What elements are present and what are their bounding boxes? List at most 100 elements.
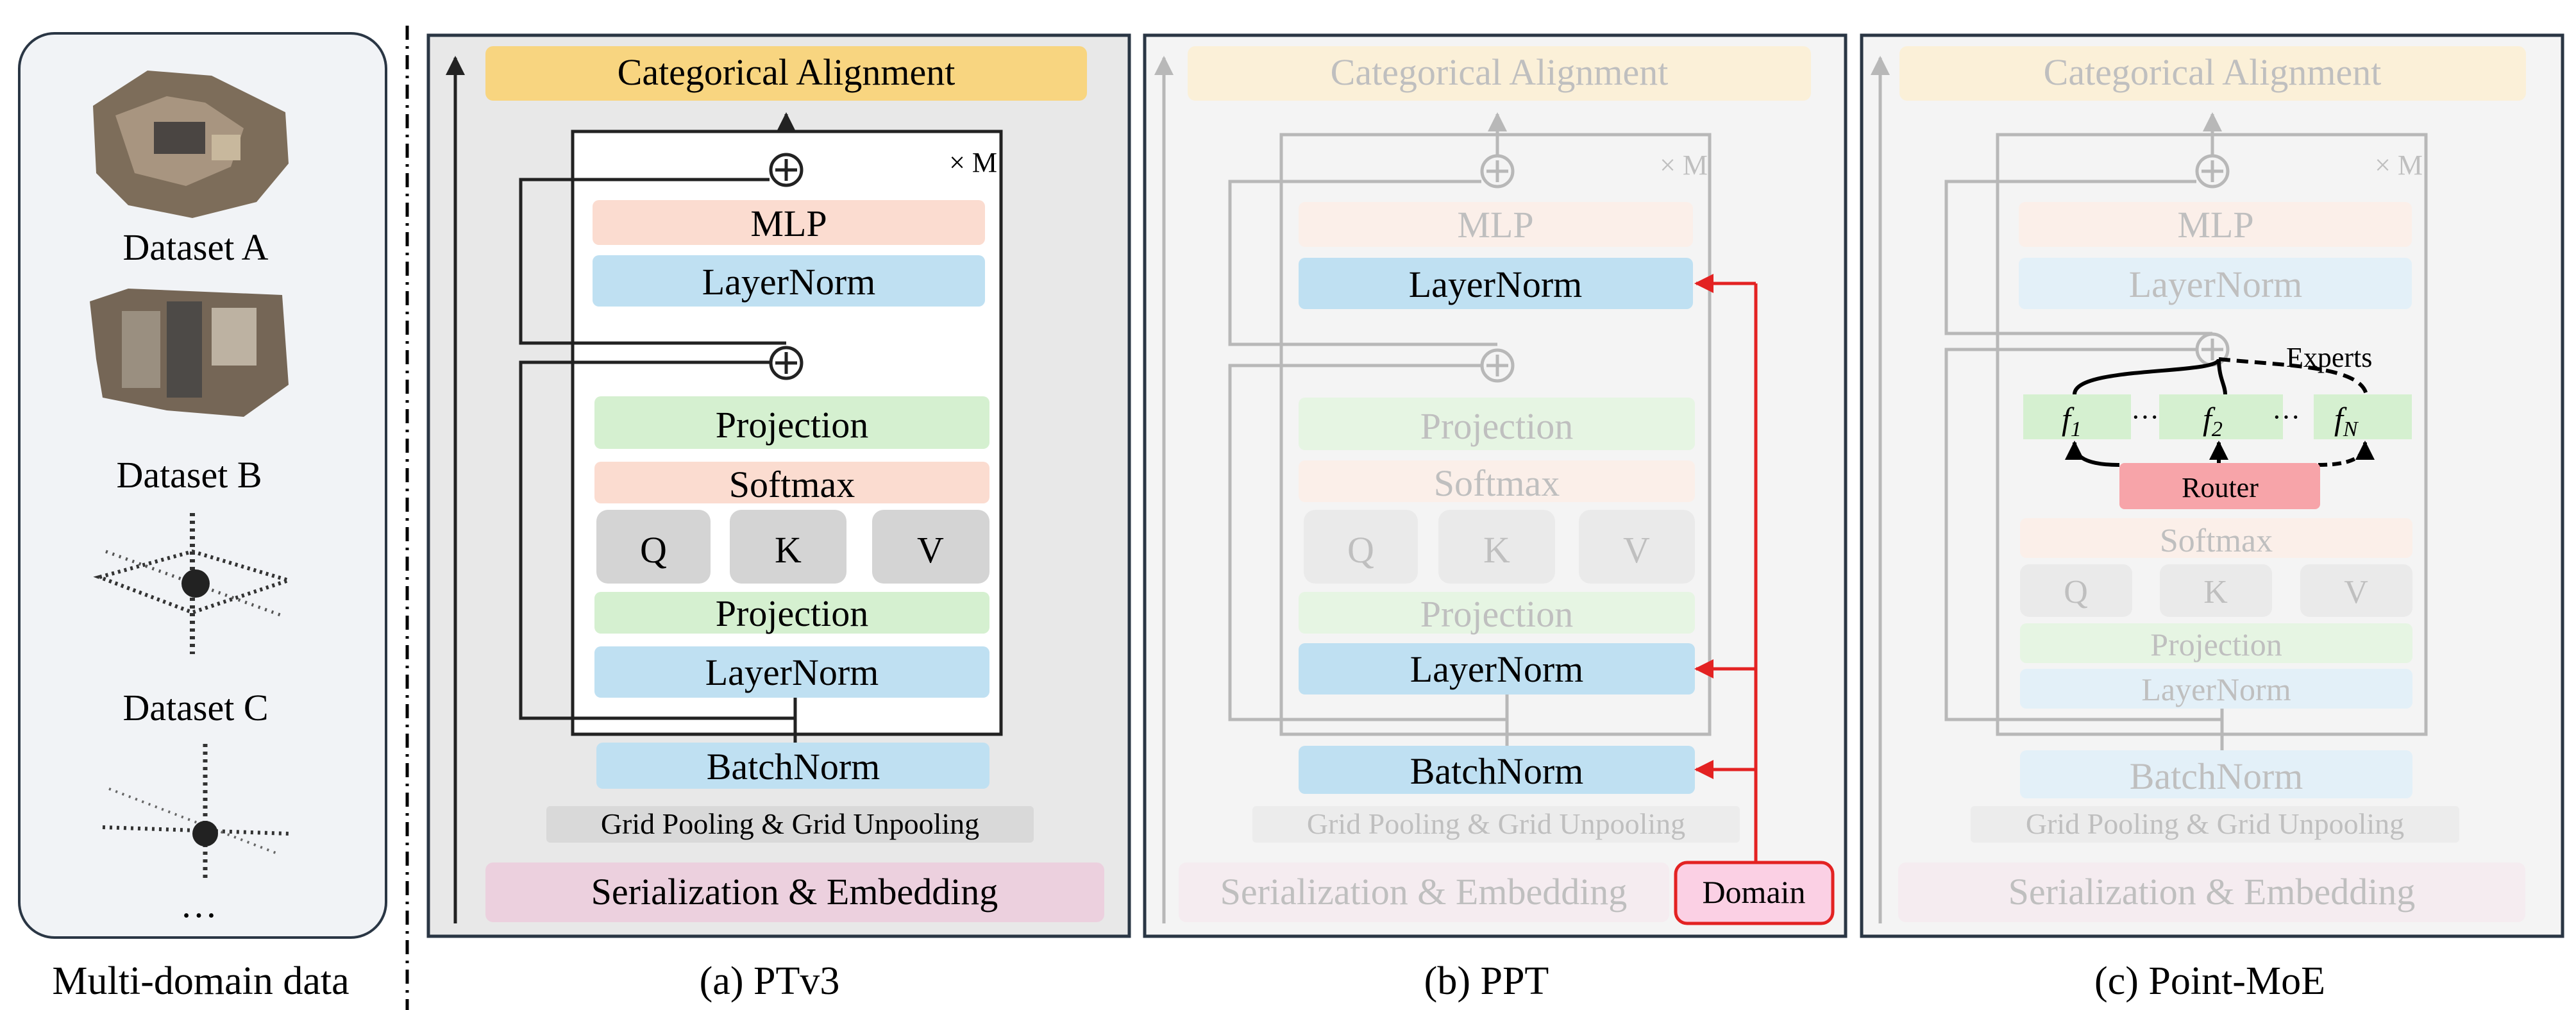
- projection-label-faded: Projection: [2150, 627, 2282, 662]
- serialization-label: Serialization & Embedding: [591, 871, 998, 913]
- multi-domain-caption: Multi-domain data: [52, 959, 349, 1003]
- mlp-block-faded: [1299, 202, 1693, 247]
- grid-pooling-label-faded: Grid Pooling & Grid Unpooling: [2026, 807, 2404, 840]
- point-cloud-b-image: [90, 289, 289, 417]
- panel-c-caption: (c) Point-MoE: [2094, 959, 2325, 1003]
- expert-route-solid: [2073, 358, 2221, 395]
- batchnorm-label: BatchNorm: [707, 746, 880, 787]
- layernorm-upper-label: LayerNorm: [702, 261, 876, 303]
- expert-route-solid-2: [2217, 358, 2227, 395]
- projection-upper-block-faded: [1299, 398, 1695, 450]
- dataset-c-label: Dataset C: [122, 687, 268, 728]
- v-block-faded: [2300, 564, 2412, 617]
- panel-ppt: Categorical Alignment × M MLP LayerNorm …: [1143, 33, 1848, 938]
- router-to-expert-1: [2065, 441, 2120, 467]
- router-label: Router: [2182, 472, 2259, 503]
- router-block: [2119, 463, 2320, 509]
- categorical-alignment-label-faded: Categorical Alignment: [2044, 51, 2382, 93]
- add-node-upper: [769, 153, 804, 187]
- projection-upper-label-faded: Projection: [1420, 405, 1573, 447]
- serialization-block-faded: [1179, 863, 1669, 922]
- projection-lower-block: [594, 592, 989, 634]
- k-block: [730, 510, 846, 584]
- categorical-alignment-label-faded: Categorical Alignment: [1331, 51, 1669, 93]
- mlp-block: [593, 200, 985, 245]
- add-node-upper-faded: [1480, 154, 1515, 189]
- layernorm-lower-block-faded: [2020, 669, 2412, 709]
- repeat-m-label: × M: [949, 147, 997, 178]
- serialization-block-faded: [1898, 863, 2525, 922]
- softmax-label-faded: Softmax: [1434, 462, 1560, 504]
- grid-pooling-block-faded: [1971, 806, 2459, 843]
- serialization-label-faded: Serialization & Embedding: [2008, 871, 2416, 913]
- panel-b-caption: (b) PPT: [1424, 959, 1549, 1003]
- q-block-faded: [2020, 564, 2132, 617]
- expert-2-block: [2159, 394, 2283, 439]
- expert-dots-1: ···: [2131, 401, 2159, 433]
- grid-pooling-label: Grid Pooling & Grid Unpooling: [601, 807, 979, 840]
- categorical-alignment-block-faded: [1188, 46, 1811, 101]
- layernorm-lower-block: [594, 646, 989, 698]
- add-node-upper-faded: [2195, 154, 2230, 189]
- repeat-m-label-faded: × M: [2375, 149, 2423, 181]
- multi-domain-data-panel: Dataset A Dataset B Dataset C …: [18, 32, 387, 939]
- dataset-a-label: Dataset A: [122, 226, 268, 268]
- q-label-faded: Q: [1347, 529, 1374, 571]
- layernorm-upper-label: LayerNorm: [1409, 264, 1583, 305]
- point-cloud-c-image: [93, 513, 295, 654]
- categorical-alignment-block: [485, 46, 1087, 101]
- transformer-block-frame-faded: [1996, 133, 2428, 736]
- k-block-faded: [1438, 510, 1555, 584]
- residual-connection-upper: [519, 178, 786, 345]
- batchnorm-block-faded: [2020, 750, 2412, 798]
- expert-n-block: [2314, 394, 2412, 439]
- serialization-block: [485, 863, 1104, 922]
- v-block: [872, 510, 989, 584]
- layernorm-upper-block: [593, 255, 985, 307]
- layernorm-upper-label-faded: LayerNorm: [2129, 264, 2303, 305]
- layernorm-lower-label: LayerNorm: [705, 652, 879, 693]
- softmax-block-faded: [2020, 518, 2412, 558]
- mlp-label-faded: MLP: [1457, 204, 1533, 246]
- softmax-label: Softmax: [729, 464, 855, 505]
- projection-block-faded: [2020, 623, 2412, 663]
- grid-pooling-block-faded: [1252, 806, 1740, 843]
- expert-dots-2: ···: [2272, 401, 2300, 433]
- domain-label: Domain: [1702, 874, 1805, 910]
- softmax-label-faded: Softmax: [2160, 523, 2273, 559]
- layernorm-lower-label: LayerNorm: [1410, 648, 1584, 690]
- batchnorm-label: BatchNorm: [1410, 750, 1584, 792]
- k-label: K: [775, 529, 802, 571]
- residual-connection-lower: [519, 360, 795, 720]
- layernorm-lower-label-faded: LayerNorm: [2141, 671, 2291, 707]
- residual-connection-upper-faded: [1228, 180, 1497, 346]
- mlp-label: MLP: [750, 203, 827, 244]
- grid-pooling-block: [546, 806, 1034, 843]
- batchnorm-label-faded: BatchNorm: [2130, 755, 2303, 797]
- projection-lower-label-faded: Projection: [1420, 593, 1573, 635]
- k-block-faded: [2160, 564, 2272, 617]
- repeat-m-label-faded: × M: [1660, 149, 1708, 181]
- panel-ptv3: Categorical Alignment × M MLP LayerNorm …: [426, 33, 1131, 938]
- grid-pooling-label-faded: Grid Pooling & Grid Unpooling: [1307, 807, 1685, 840]
- batchnorm-block: [1299, 746, 1695, 794]
- expert-1-block: [2023, 394, 2131, 439]
- mlp-label-faded: MLP: [2177, 204, 2253, 246]
- add-node-lower: [769, 346, 804, 380]
- residual-connection-lower-faded: [1228, 364, 1507, 721]
- residual-connection-lower-faded: [1944, 348, 2222, 721]
- point-cloud-d-image: [102, 744, 289, 879]
- v-label: V: [917, 529, 944, 571]
- layernorm-lower-block: [1299, 643, 1695, 694]
- v-label-faded: V: [2344, 574, 2368, 610]
- projection-lower-block-faded: [1299, 592, 1695, 634]
- softmax-block-faded: [1299, 460, 1695, 502]
- dataset-b-label: Dataset B: [116, 454, 262, 496]
- panel-point-moe: Categorical Alignment × M MLP LayerNorm …: [1860, 33, 2564, 938]
- k-label-faded: K: [2203, 574, 2228, 610]
- batchnorm-block: [596, 743, 989, 789]
- projection-lower-label: Projection: [716, 593, 868, 634]
- q-label: Q: [640, 529, 667, 571]
- layernorm-upper-block-faded: [2019, 258, 2412, 309]
- serialization-label-faded: Serialization & Embedding: [1220, 871, 1628, 913]
